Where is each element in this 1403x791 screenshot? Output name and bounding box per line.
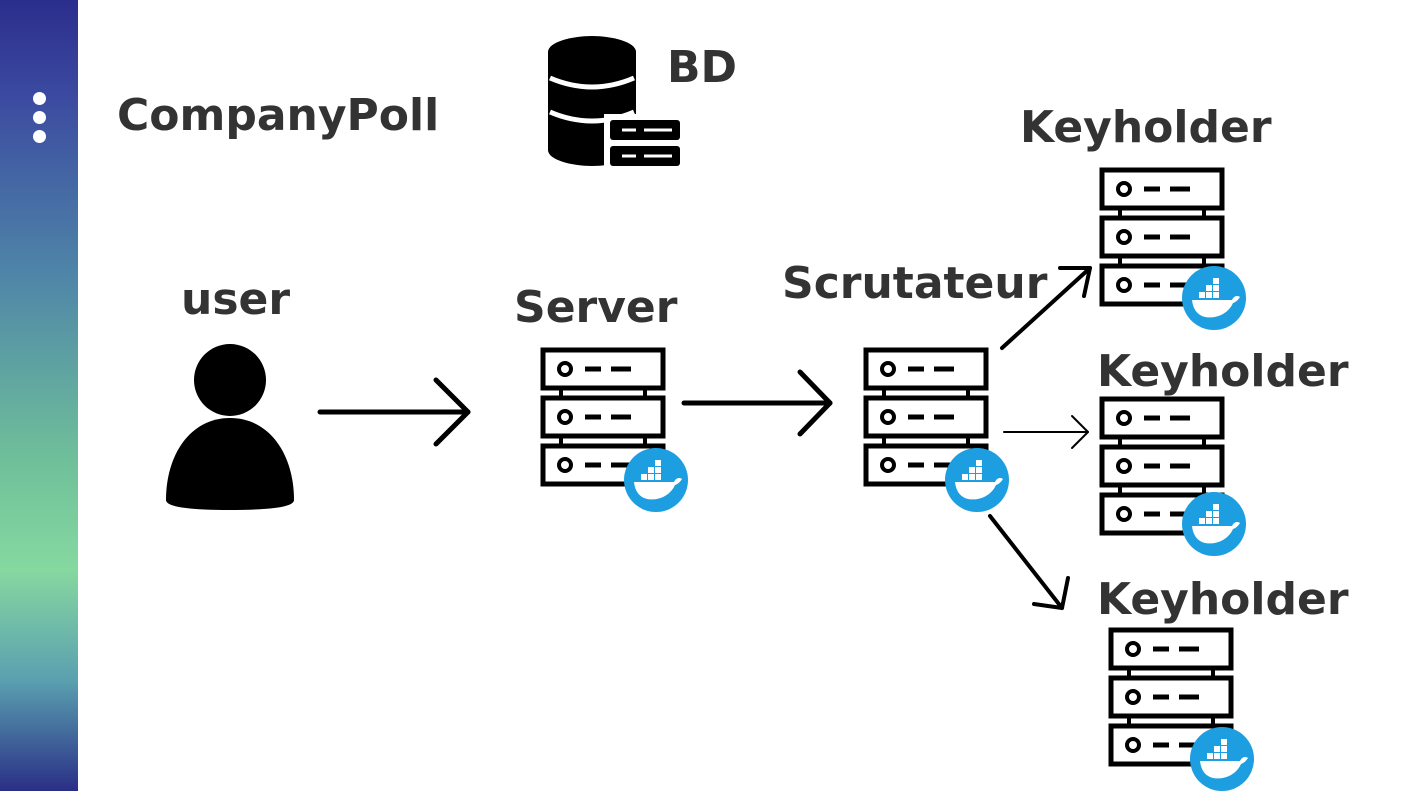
arrow-scrutateur-to-keyholder-1 xyxy=(1000,266,1092,350)
vertical-dots-icon[interactable] xyxy=(31,92,47,149)
database-label: BD xyxy=(667,42,738,93)
keyholder-label-1: Keyholder xyxy=(1020,102,1272,153)
database-icon xyxy=(548,36,684,170)
keyholder-label-2: Keyholder xyxy=(1097,346,1349,397)
arrow-scrutateur-to-keyholder-3 xyxy=(988,514,1070,610)
user-label: user xyxy=(181,274,291,325)
docker-whale-icon xyxy=(624,448,688,512)
docker-whale-icon xyxy=(1182,492,1246,556)
docker-whale-icon xyxy=(1190,727,1254,791)
scrutateur-label: Scrutateur xyxy=(782,258,1048,309)
user-icon xyxy=(166,344,294,510)
keyholder-label-3: Keyholder xyxy=(1097,574,1349,625)
server-label: Server xyxy=(514,282,678,333)
docker-whale-icon xyxy=(945,448,1009,512)
docker-whale-icon xyxy=(1182,266,1246,330)
arrow-server-to-scrutateur xyxy=(681,369,833,437)
arrow-scrutateur-to-keyholder-2 xyxy=(1003,415,1089,449)
diagram-title: CompanyPoll xyxy=(117,90,440,141)
side-panel xyxy=(0,0,78,791)
arrow-user-to-server xyxy=(317,377,471,447)
